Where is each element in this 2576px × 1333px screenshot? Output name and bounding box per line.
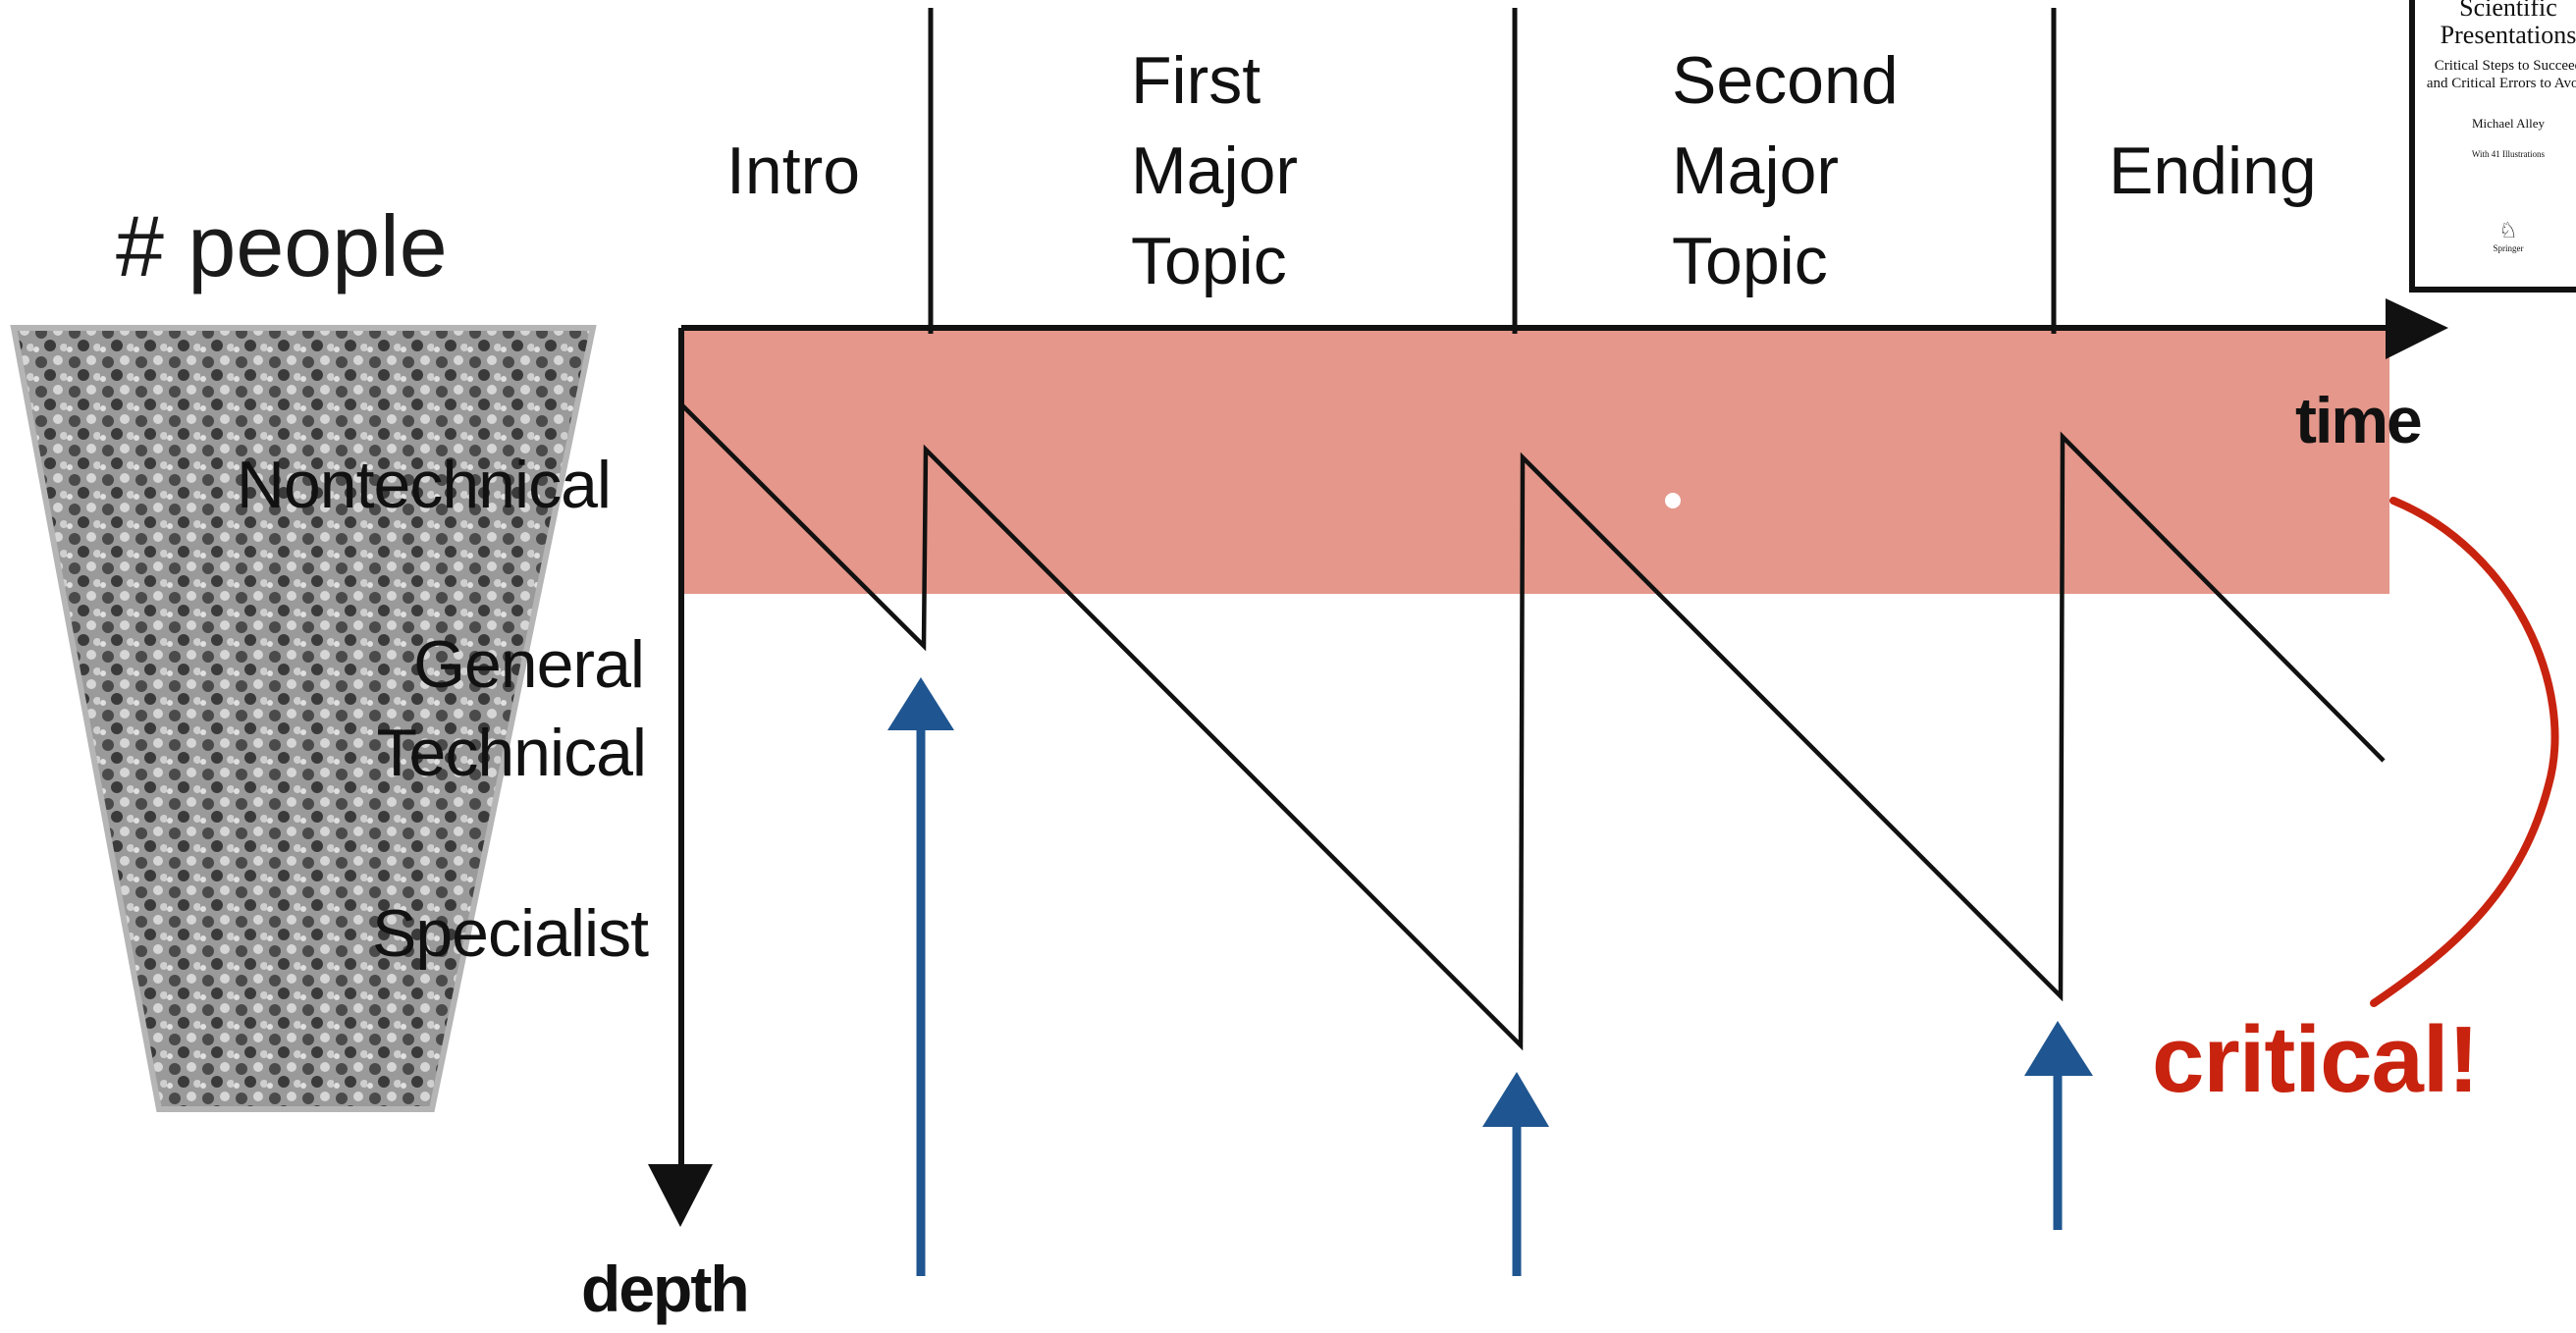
book-author: Michael Alley [2471,116,2545,131]
section-first-major-topic: First Major Topic [1131,43,1299,298]
book-cover-image: Scientific Presentations Critical Steps … [2409,0,2576,293]
band-dot [1665,493,1681,508]
section-ending: Ending [2109,133,2317,208]
section-intro: Intro [726,133,861,208]
audience-specialist: Specialist [371,896,649,971]
depth-axis-label: depth [581,1253,750,1325]
publisher-logo-icon: ♘ [2498,218,2518,242]
up-arrow-icon [2024,1021,2093,1230]
book-title: Scientific Presentations [2440,0,2576,49]
audience-general: General [413,627,645,702]
depth-profile-line [679,402,2386,1051]
book-subtitle: Critical Steps to Succeed and Critical E… [2426,58,2576,91]
nontechnical-band [684,331,2389,594]
up-arrow-icon [1482,1072,1549,1276]
section-second-major-topic: Second Major Topic [1672,43,1899,298]
book-publisher: Springer [2493,243,2524,253]
critical-connector [2370,497,2559,1007]
critical-callout: critical! [2152,1007,2479,1112]
crowd-funnel-image [10,325,597,1112]
up-arrow-icon [887,677,954,1276]
depth-axis-arrowhead [648,1164,713,1227]
time-axis-label: time [2295,384,2423,456]
book-illustrations-note: With 41 Illustrations [2471,149,2546,159]
audience-nontechnical: Nontechnical [236,448,612,522]
people-count-label: # people [116,197,448,294]
audience-technical: Technical [376,716,647,790]
time-axis-arrowhead [2386,298,2448,359]
